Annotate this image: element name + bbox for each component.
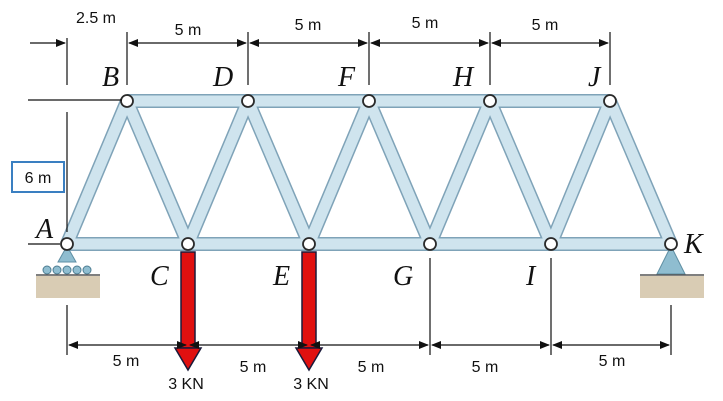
dim-bottom-span-2: 5 m bbox=[240, 359, 267, 376]
dim-height: 6 m bbox=[25, 170, 52, 187]
joint-b bbox=[120, 94, 134, 108]
dim-bottom-span-3: 5 m bbox=[358, 359, 385, 376]
load-label-e: 3 KN bbox=[293, 376, 329, 393]
node-label-c: C bbox=[150, 261, 169, 292]
pin-support-k bbox=[640, 244, 704, 298]
node-label-d: D bbox=[212, 62, 233, 93]
joint-e bbox=[302, 237, 316, 251]
joint-c bbox=[181, 237, 195, 251]
joint-i bbox=[544, 237, 558, 251]
joint-h bbox=[483, 94, 497, 108]
joint-k bbox=[664, 237, 678, 251]
member-fg bbox=[363, 98, 436, 247]
member-hi bbox=[484, 98, 557, 247]
bottom-dimensions bbox=[66, 258, 672, 355]
node-label-h: H bbox=[452, 62, 475, 93]
dim-bottom-span-4: 5 m bbox=[472, 359, 499, 376]
member-cd bbox=[182, 98, 254, 247]
load-label-c: 3 KN bbox=[168, 376, 204, 393]
dim-top-span-4: 5 m bbox=[532, 17, 559, 34]
truss-members bbox=[60, 94, 678, 251]
joint-f bbox=[362, 94, 376, 108]
node-label-f: F bbox=[337, 62, 356, 93]
member-ij bbox=[545, 98, 616, 247]
height-dimension bbox=[28, 99, 122, 245]
member-jk bbox=[604, 98, 677, 247]
dim-top-span-3: 5 m bbox=[412, 15, 439, 32]
node-label-b: B bbox=[102, 62, 119, 93]
dim-top-span-1: 5 m bbox=[175, 22, 202, 39]
node-label-k: K bbox=[683, 229, 704, 260]
top-dimensions bbox=[30, 32, 611, 85]
load-arrow-c bbox=[173, 251, 203, 372]
truss-joints bbox=[60, 94, 678, 251]
dim-top-offset: 2.5 m bbox=[76, 10, 116, 27]
node-label-e: E bbox=[272, 261, 290, 292]
dim-top-span-2: 5 m bbox=[295, 17, 322, 34]
joint-j bbox=[603, 94, 617, 108]
roller-support-a bbox=[36, 244, 100, 298]
member-bc bbox=[121, 98, 194, 247]
node-label-j: J bbox=[588, 62, 602, 93]
joint-a bbox=[60, 237, 74, 251]
node-label-i: I bbox=[525, 261, 537, 292]
joint-d bbox=[241, 94, 255, 108]
member-de bbox=[242, 98, 315, 247]
member-gh bbox=[424, 98, 496, 247]
dim-bottom-span-1: 5 m bbox=[113, 353, 140, 370]
dim-bottom-span-5: 5 m bbox=[599, 353, 626, 370]
node-label-a: A bbox=[34, 214, 54, 245]
joint-g bbox=[423, 237, 437, 251]
node-label-g: G bbox=[393, 261, 413, 292]
member-ef bbox=[303, 98, 375, 247]
load-arrow-e bbox=[294, 251, 324, 372]
member-ab bbox=[61, 98, 133, 247]
height-box bbox=[11, 161, 65, 193]
